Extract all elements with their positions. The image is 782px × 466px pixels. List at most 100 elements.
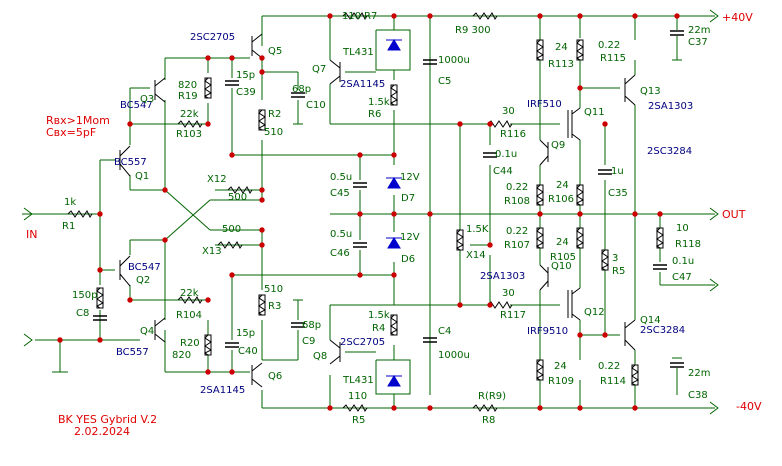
- c8-symbol: [96, 287, 104, 309]
- lbl-d6: D6: [401, 254, 415, 265]
- lbl-c40v: 15p: [236, 328, 255, 339]
- lbl-c10v: 68p: [292, 84, 311, 95]
- transistor-symbols: [119, 33, 636, 388]
- tl431-top-symbol: [387, 39, 401, 51]
- lbl-c39: C39: [236, 87, 256, 98]
- lbl-c9: C9: [302, 336, 315, 347]
- junction-dot: [229, 272, 235, 278]
- lbl-r109: R109: [548, 376, 574, 387]
- lbl-q1: Q1: [135, 171, 149, 182]
- lbl-q6n: 2SA1145: [200, 385, 245, 396]
- lbl-c46: C46: [330, 248, 350, 259]
- lbl-c8: C8: [76, 308, 89, 319]
- lbl-r20: R20: [180, 338, 200, 349]
- r19-symbol: [204, 77, 212, 99]
- lbl-q5: Q5: [268, 46, 282, 57]
- lbl-c47v: 0.1u: [672, 256, 694, 267]
- junction-dot: [577, 85, 583, 91]
- lbl-q8n: 2SC2705: [340, 337, 385, 348]
- lbl-r117: R117: [500, 310, 526, 321]
- r20-symbol: [204, 334, 212, 356]
- lbl-r109v: 24: [554, 361, 567, 372]
- labels: 2SC2705 Q5 110 R7 R9 300 22m C37 24 R113…: [26, 11, 762, 438]
- lbl-c47: C47: [672, 272, 692, 283]
- lbl-r3: R3: [268, 301, 281, 312]
- junction-dot: [357, 272, 363, 278]
- junction-dot: [205, 121, 211, 127]
- lbl-irf9510: IRF9510: [527, 326, 568, 337]
- lbl-c45: C45: [330, 188, 350, 199]
- lbl-r7: R7: [364, 11, 377, 22]
- title-line2: 2.02.2024: [74, 425, 130, 438]
- c40-symbol: [224, 342, 240, 348]
- junction-dot: [259, 197, 265, 203]
- lbl-c44: C44: [493, 166, 513, 177]
- lbl-q7n: 2SA1145: [340, 79, 385, 90]
- lbl-tl2: TL431: [342, 375, 374, 386]
- lbl-r108v: 0.22: [506, 182, 528, 193]
- lbl-q13: Q13: [640, 86, 661, 97]
- lbl-r5p: R5: [612, 266, 625, 277]
- r107-symbol: [536, 227, 544, 249]
- junction-dot: [427, 405, 433, 411]
- lbl-d7: D7: [401, 193, 415, 204]
- components: [23, 9, 719, 415]
- lbl-r20v: 820: [172, 350, 191, 361]
- in-label: IN: [26, 228, 37, 241]
- junction-dot: [632, 13, 638, 19]
- junction-dot: [632, 405, 638, 411]
- lbl-c44v: 0.1u: [495, 149, 517, 160]
- junction-dot: [577, 332, 583, 338]
- neg-rail-label: -40V: [736, 400, 762, 413]
- junction-dot: [97, 211, 103, 217]
- c37-symbol: [669, 30, 685, 36]
- gnd-in-arrow: [23, 333, 33, 347]
- r109-symbol: [536, 359, 544, 381]
- junction-dot: [127, 297, 133, 303]
- lbl-r118v: 10: [676, 223, 689, 234]
- junction-dot: [391, 211, 397, 217]
- lbl-p500a: 500: [228, 192, 247, 203]
- r118-symbol: [656, 227, 664, 249]
- junction-dot: [537, 405, 543, 411]
- junction-dot: [357, 152, 363, 158]
- pos-rail-arrow: [709, 9, 719, 23]
- lbl-q6: Q6: [268, 371, 282, 382]
- lbl-r4v: 1.5k: [368, 310, 390, 321]
- lbl-q13b: 2SC3284: [647, 146, 692, 157]
- lbl-r114: R114: [600, 376, 626, 387]
- lbl-c5v: 1000u: [438, 55, 470, 66]
- lbl-c45v: 0.5u: [330, 172, 352, 183]
- lbl-c37: C37: [688, 37, 708, 48]
- lbl-tl1: TL431: [342, 47, 374, 58]
- lbl-r5pv: 3: [612, 253, 618, 264]
- lbl-r104v: 22k: [180, 288, 199, 299]
- lbl-r5v: 110: [348, 391, 367, 402]
- out2-arrow: [709, 278, 719, 292]
- lbl-d7v: 12V: [400, 172, 420, 183]
- lbl-q10: Q10: [551, 261, 572, 272]
- lbl-r1: R1: [62, 221, 75, 232]
- lbl-r116v: 30: [502, 106, 515, 117]
- lbl-r3v: 510: [264, 284, 283, 295]
- lbl-r107: R107: [504, 240, 530, 251]
- junction-dot: [577, 13, 583, 19]
- lbl-c46v: 0.5u: [330, 229, 352, 240]
- lbl-c38: C38: [688, 390, 708, 401]
- junction-dot: [97, 337, 103, 343]
- r113-symbol: [536, 39, 544, 61]
- junction-dot: [162, 187, 168, 193]
- lbl-q11: Q11: [584, 107, 605, 118]
- lbl-r118: R118: [675, 239, 701, 250]
- lbl-r103: R103: [176, 129, 202, 140]
- c39-symbol: [224, 80, 240, 86]
- lbl-r106v: 24: [556, 180, 569, 191]
- lbl-r1v: 1k: [64, 197, 76, 208]
- lbl-irf510: IRF510: [527, 99, 562, 110]
- junction-dot: [391, 405, 397, 411]
- junction-dot: [259, 187, 265, 193]
- junction-dot: [457, 302, 463, 308]
- junction-dot: [229, 55, 235, 61]
- lbl-r106: R106: [548, 194, 574, 205]
